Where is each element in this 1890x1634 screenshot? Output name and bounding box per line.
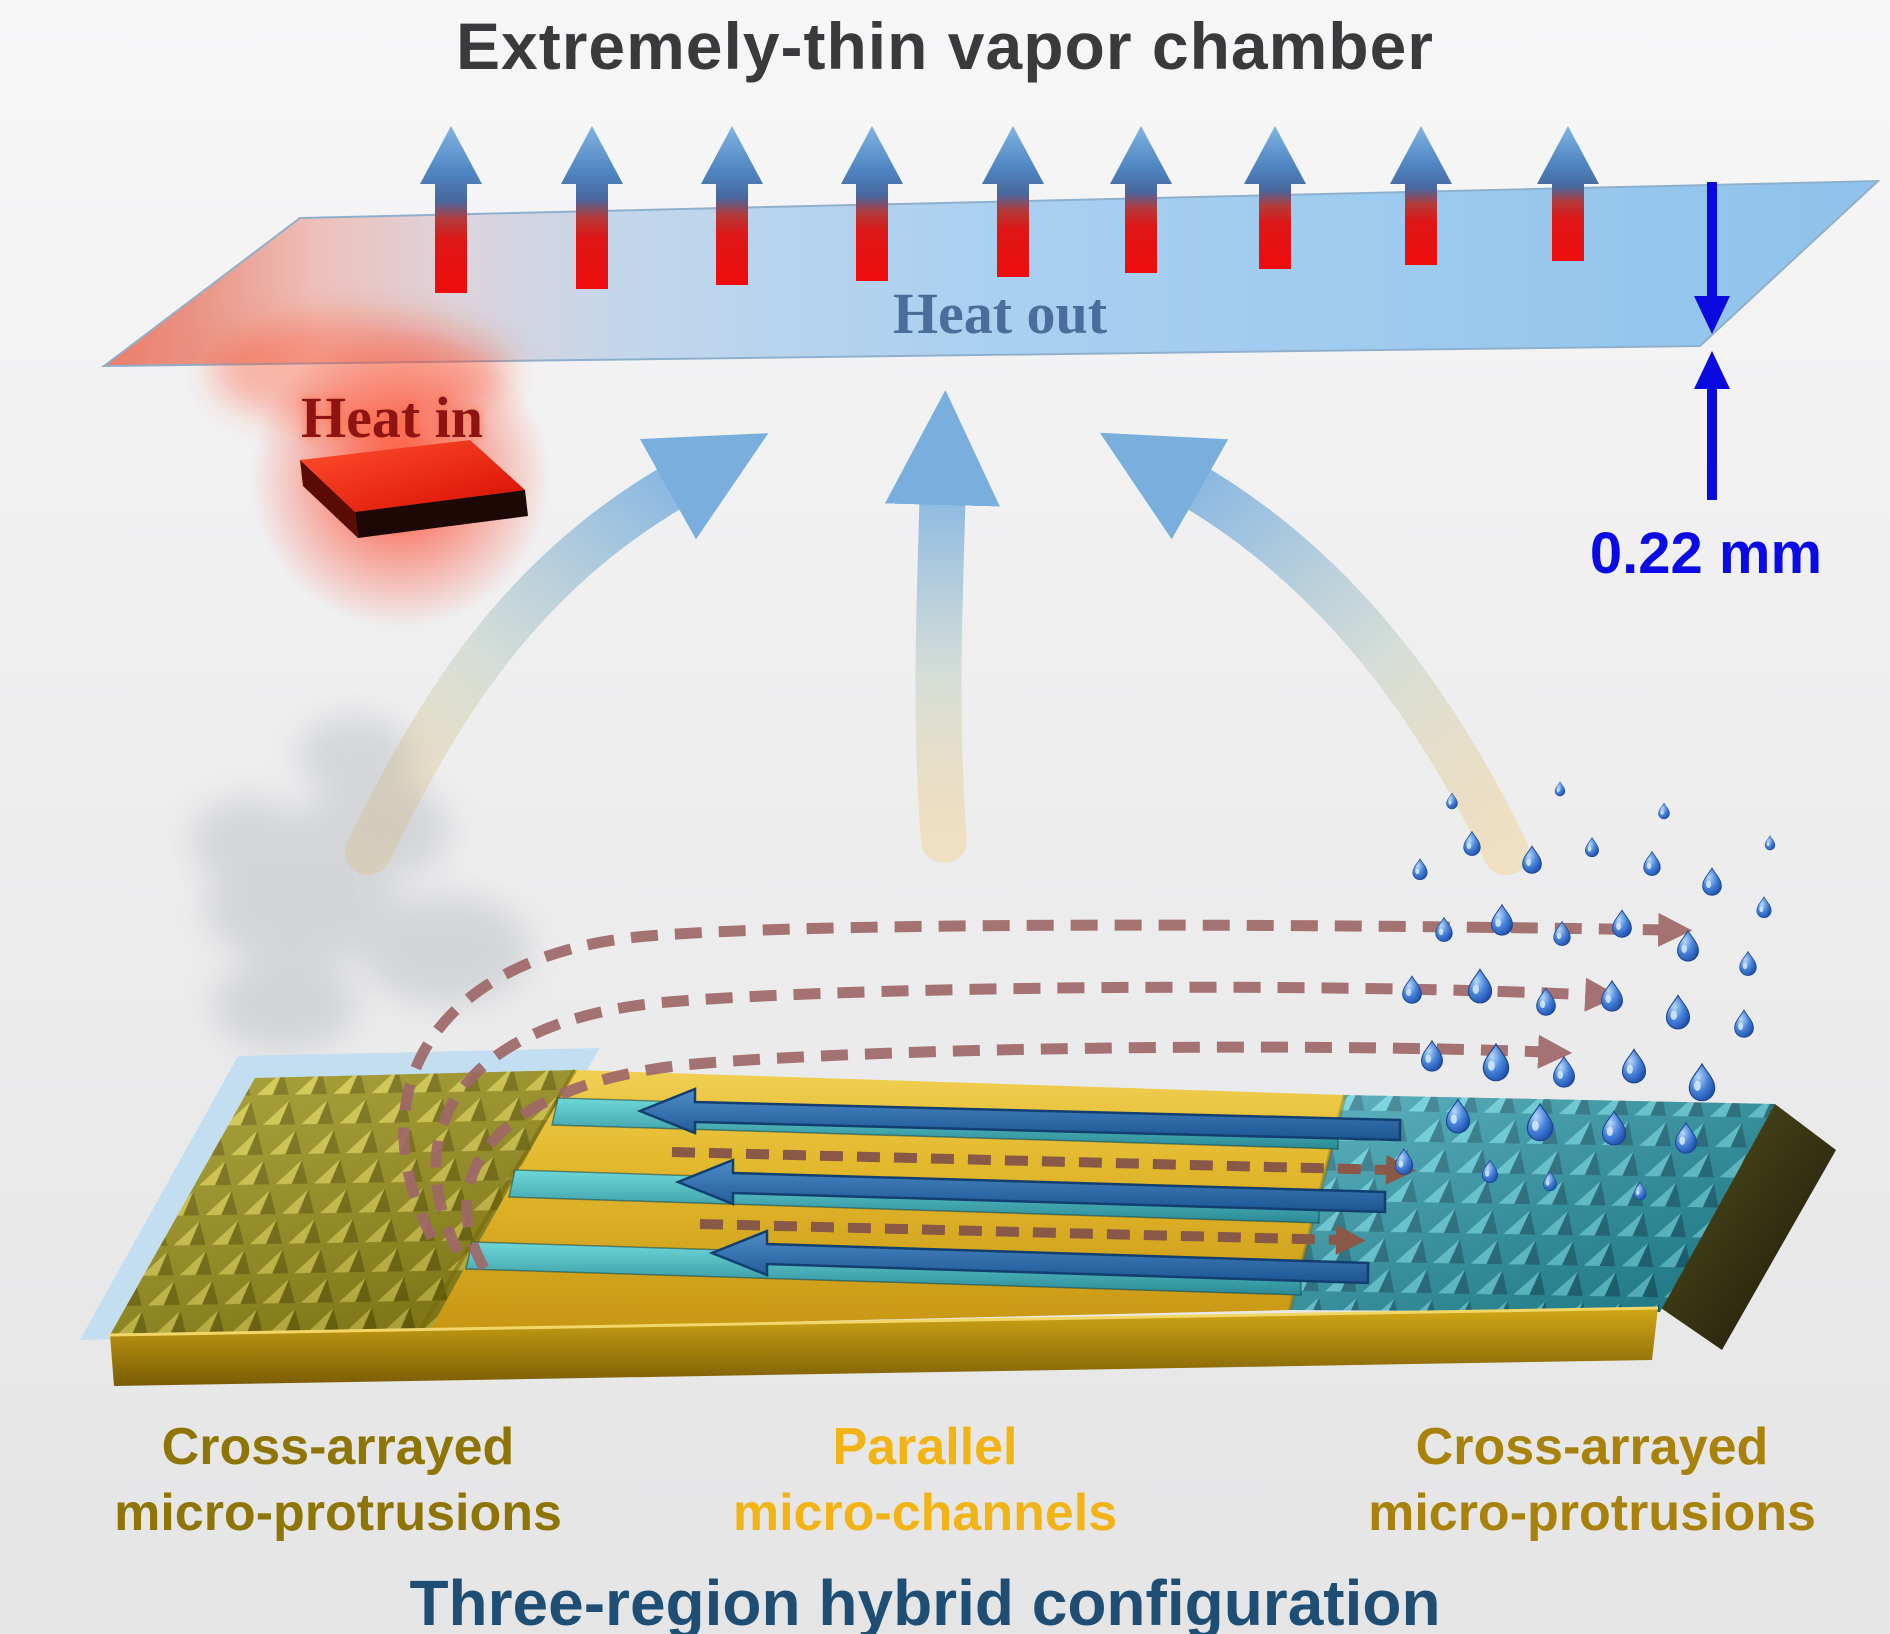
water-droplet bbox=[1688, 1063, 1716, 1102]
vapor-path-arrow bbox=[461, 1034, 1573, 1271]
vapor-arrow-middle bbox=[884, 390, 1000, 863]
bottom-title: Three-region hybrid configuration bbox=[409, 1567, 1441, 1634]
label-right-region: Cross-arrayed micro-protrusions bbox=[1368, 1414, 1816, 1546]
heater-chip bbox=[250, 328, 550, 628]
thickness-marker bbox=[1694, 182, 1730, 500]
heat-out-arrow bbox=[1244, 126, 1306, 269]
thickness-arrow-down-head bbox=[1694, 296, 1730, 334]
heat-out-label: Heat out bbox=[892, 281, 1108, 346]
boundary-left-middle bbox=[418, 1068, 577, 1332]
vapor-path-arrow bbox=[430, 977, 1620, 1255]
water-droplet bbox=[1734, 1009, 1754, 1038]
label-right-line2: micro-protrusions bbox=[1368, 1484, 1816, 1542]
water-droplet bbox=[1764, 835, 1776, 851]
slab-front-face bbox=[110, 1308, 1658, 1386]
heat-out-arrows bbox=[420, 126, 1599, 293]
chip-side-face bbox=[300, 460, 358, 538]
water-droplet bbox=[1677, 930, 1699, 962]
label-middle-line1: Parallel bbox=[832, 1418, 1018, 1476]
water-droplet bbox=[1412, 858, 1428, 881]
water-droplet bbox=[1643, 851, 1661, 876]
steam-wisps bbox=[190, 715, 530, 1051]
label-left-line2: micro-protrusions bbox=[114, 1484, 562, 1542]
slab-front-highlight bbox=[109, 1306, 1659, 1337]
vapor-path-arrows bbox=[398, 912, 1693, 1271]
water-droplet bbox=[1435, 917, 1453, 942]
water-droplet bbox=[1467, 968, 1493, 1004]
heat-out-arrow bbox=[1537, 126, 1599, 261]
water-droplet bbox=[1491, 904, 1513, 936]
water-droplet bbox=[1585, 837, 1599, 858]
label-left-line1: Cross-arrayed bbox=[161, 1418, 515, 1476]
heat-out-arrow bbox=[1390, 126, 1452, 265]
water-droplet bbox=[1601, 980, 1623, 1012]
heat-out-arrow bbox=[561, 126, 623, 289]
liquid-return-arrow bbox=[708, 1229, 1370, 1285]
chip-front-face bbox=[355, 490, 528, 538]
water-droplet bbox=[1756, 896, 1772, 919]
water-droplet bbox=[1553, 1056, 1575, 1088]
heat-out-arrow bbox=[701, 126, 763, 285]
channel-vapor-arrow bbox=[699, 1219, 1366, 1255]
thickness-arrow-up-head bbox=[1694, 351, 1730, 389]
water-droplet bbox=[1739, 951, 1757, 976]
slab-side-wall bbox=[1658, 1104, 1836, 1350]
hybrid-slab bbox=[80, 1048, 1836, 1386]
label-right-line1: Cross-arrayed bbox=[1415, 1418, 1769, 1476]
vapor-arrow-right bbox=[1099, 432, 1529, 875]
heat-out-arrow bbox=[841, 126, 903, 281]
heat-in-label: Heat in bbox=[300, 385, 484, 450]
water-droplet bbox=[1612, 909, 1632, 938]
heat-out-arrow bbox=[420, 126, 482, 293]
liquid-return-arrows bbox=[636, 1087, 1402, 1285]
water-droplet bbox=[1702, 867, 1722, 896]
label-left-region: Cross-arrayed micro-protrusions bbox=[114, 1414, 562, 1546]
label-middle-line2: micro-channels bbox=[732, 1484, 1118, 1542]
liquid-return-arrow bbox=[636, 1087, 1402, 1142]
thickness-value: 0.22 mm bbox=[1589, 521, 1823, 586]
region-right-shading bbox=[1290, 1095, 1775, 1312]
channel-vapor-arrows bbox=[671, 1147, 1416, 1255]
water-droplet bbox=[1621, 1048, 1647, 1084]
water-droplet bbox=[1554, 781, 1566, 797]
channel-vapor-arrow bbox=[671, 1147, 1416, 1185]
water-droplet bbox=[1658, 802, 1670, 820]
label-middle-region: Parallel micro-channels bbox=[733, 1414, 1117, 1546]
heat-out-arrow bbox=[982, 126, 1044, 277]
liquid-return-arrow bbox=[674, 1158, 1387, 1214]
heat-out-arrow bbox=[1110, 126, 1172, 273]
chip-top-face bbox=[300, 440, 525, 512]
figure-title: Extremely-thin vapor chamber bbox=[456, 9, 1434, 83]
water-droplet bbox=[1665, 994, 1691, 1030]
water-droplet bbox=[1402, 975, 1422, 1004]
